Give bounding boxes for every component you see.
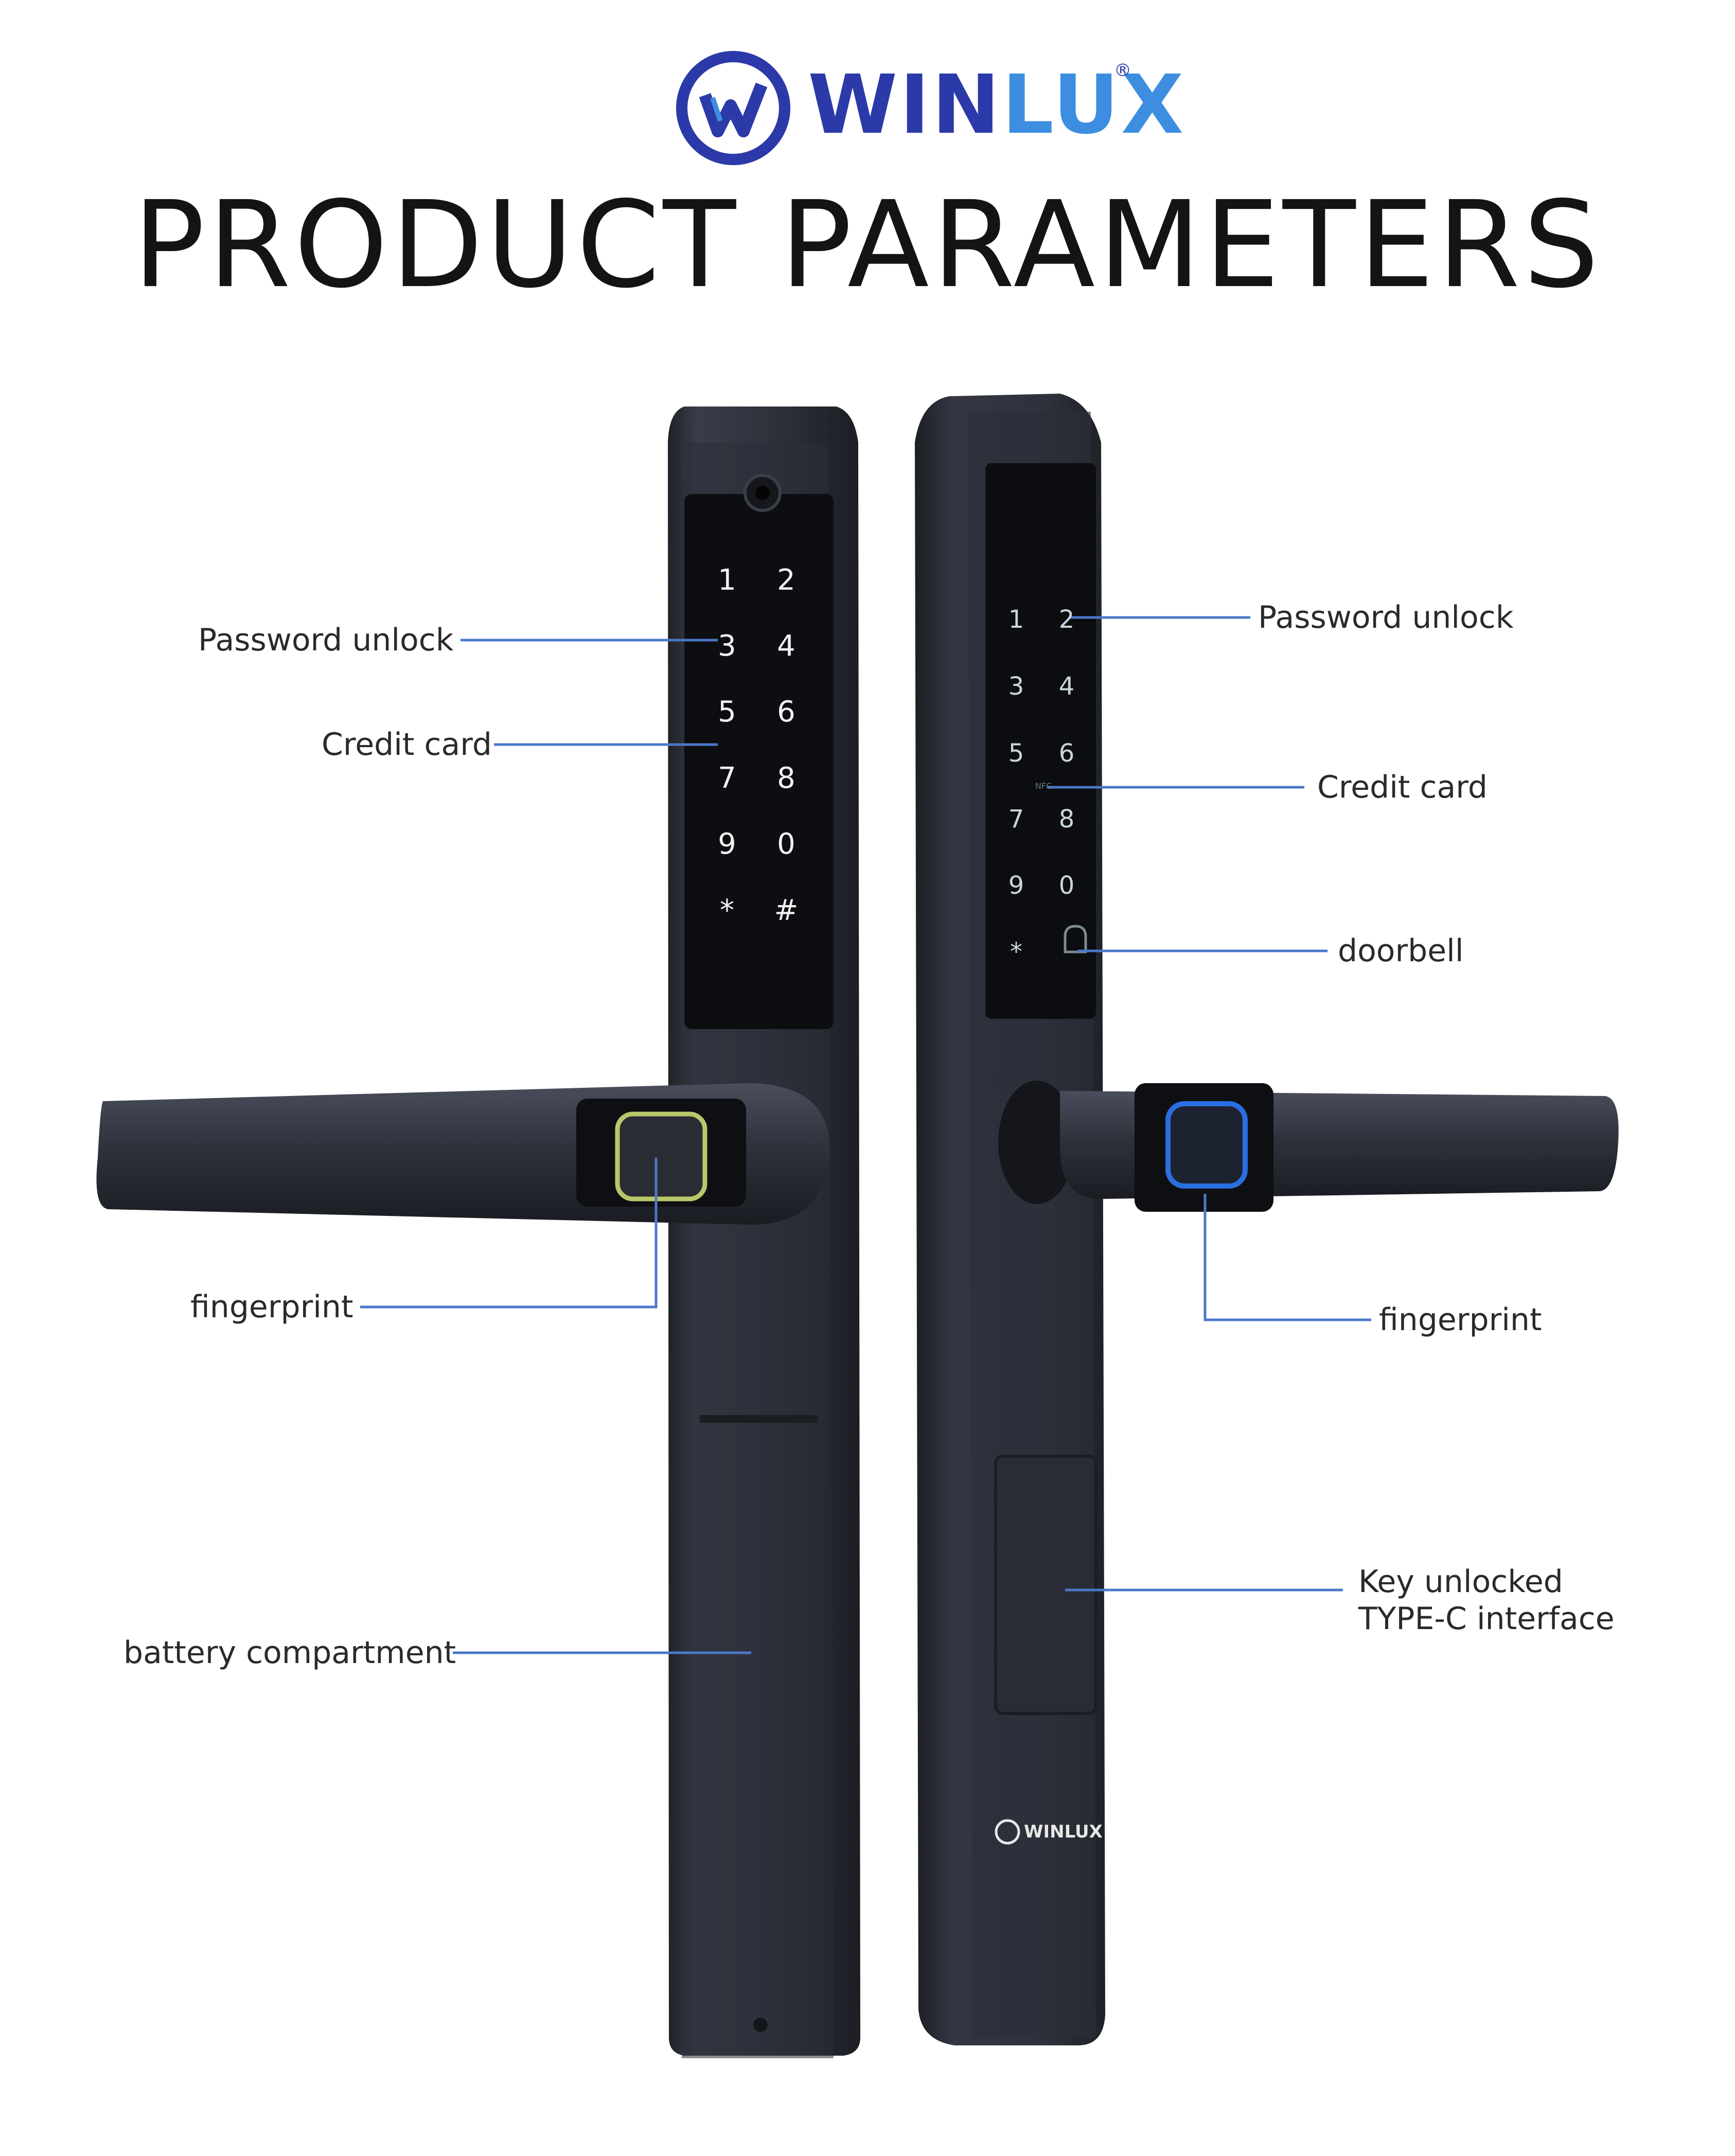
label-right-credit-card: Credit card	[1317, 769, 1488, 805]
label-left-credit-card: Credit card	[322, 727, 492, 763]
label-left-password-unlock: Password unlock	[198, 622, 454, 658]
left-key-7: 7	[718, 762, 736, 795]
label-right-doorbell: doorbell	[1338, 933, 1464, 969]
label-right-fingerprint: fingerprint	[1379, 1302, 1542, 1338]
left-key-1: 1	[718, 563, 736, 597]
doorbell-icon	[1064, 925, 1087, 953]
right-keypad-panel	[985, 463, 1096, 1019]
left-key-5: 5	[718, 695, 736, 729]
winlux-logo-icon	[995, 1819, 1020, 1845]
label-right-key-unlocked: Key unlocked	[1358, 1564, 1563, 1600]
callout-line-right-fingerprint	[1203, 1194, 1371, 1321]
page-title: PRODUCT PARAMETERS	[133, 175, 1602, 314]
label-left-battery-compartment: battery compartment	[123, 1635, 456, 1671]
right-key-1: 1	[1008, 605, 1024, 634]
brand-name-win: WIN	[808, 58, 1002, 152]
left-keypad-panel	[684, 494, 834, 1029]
left-key-4: 4	[777, 629, 795, 663]
left-key-8: 8	[777, 762, 795, 795]
brand-name-lux: LUX	[1002, 58, 1186, 152]
label-left-fingerprint: fingerprint	[190, 1289, 353, 1325]
right-key-3: 3	[1008, 672, 1024, 701]
right-key-6: 6	[1058, 739, 1075, 768]
callout-lines	[360, 616, 1371, 1654]
callout-line-left-fingerprint	[360, 1158, 658, 1309]
right-key-star: *	[1010, 938, 1022, 966]
right-key-2: 2	[1058, 605, 1075, 634]
brand-logo: WINLUX ®	[674, 49, 1183, 167]
registered-mark: ®	[1114, 60, 1131, 81]
left-lock	[96, 407, 860, 2058]
label-right-password-unlock: Password unlock	[1258, 599, 1514, 635]
right-key-5: 5	[1008, 739, 1024, 768]
right-rose	[998, 1081, 1075, 1204]
right-lock	[915, 394, 1619, 2045]
lock-brand-mark: WINLUX	[1024, 1822, 1103, 1842]
right-key-9: 9	[1008, 871, 1024, 900]
left-keyhole-icon	[753, 2018, 768, 2032]
label-right-typec-interface: TYPE-C interface	[1358, 1601, 1615, 1637]
left-key-0: 0	[777, 827, 795, 861]
left-key-star: *	[720, 894, 734, 927]
key-typec-cover	[994, 1455, 1097, 1715]
right-key-4: 4	[1058, 672, 1075, 701]
left-key-3: 3	[718, 629, 736, 663]
left-key-9: 9	[718, 827, 736, 861]
right-key-0: 0	[1058, 871, 1075, 900]
left-key-hash: #	[774, 894, 799, 927]
left-key-6: 6	[777, 695, 795, 729]
brand-name: WINLUX	[808, 64, 1185, 146]
right-key-7: 7	[1008, 805, 1024, 834]
right-key-8: 8	[1058, 805, 1075, 834]
nfc-mark: NFC	[1035, 781, 1052, 791]
fingerprint-sensor-icon	[1165, 1101, 1248, 1189]
left-key-2: 2	[777, 563, 795, 597]
winlux-logo-icon	[676, 51, 790, 165]
fingerprint-sensor-icon	[615, 1111, 707, 1201]
